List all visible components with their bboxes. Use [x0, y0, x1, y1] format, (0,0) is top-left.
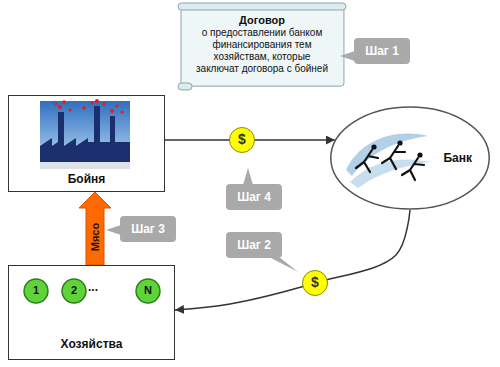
- callout-pointer: [106, 225, 121, 235]
- null-part-part: [58, 105, 62, 109]
- null-part-part: [62, 100, 66, 104]
- step-callout: Шаг 1: [354, 38, 410, 64]
- null-part-part: [371, 144, 376, 149]
- callout-pointer: [340, 51, 355, 61]
- bank-text: Банк: [443, 151, 472, 165]
- callout-pointer: [243, 168, 253, 185]
- farm-circle: 2: [61, 278, 87, 304]
- null-part-part: [54, 102, 57, 105]
- null-part-part: [417, 152, 422, 157]
- contract-text: Договор: [239, 14, 285, 27]
- farms-text: Хозяйства: [61, 337, 123, 351]
- contract-text: о предоставлении банком финансирования т…: [192, 27, 332, 75]
- ellipse-outline: [331, 107, 489, 209]
- null-part: [371, 140, 422, 157]
- flow-label: Мясо: [89, 222, 102, 250]
- meat-flow-arrow: [79, 192, 111, 265]
- callout-body: [120, 216, 176, 242]
- scroll-roll: [178, 83, 192, 90]
- farm-text: N: [144, 284, 152, 297]
- farm-text: 2: [71, 284, 77, 297]
- callout-pointer: [269, 257, 298, 272]
- null-part-part: [115, 104, 118, 107]
- null-part: [54, 94, 123, 113]
- step-text: Шаг 1: [365, 44, 399, 58]
- circle-outline: [136, 279, 160, 303]
- farm-circle: N: [135, 278, 161, 304]
- factory-icon-part: [94, 106, 100, 142]
- null-part-part: [95, 99, 99, 103]
- contract-scroll: Договоро предоставлении банком финансиро…: [178, 3, 346, 89]
- null-part-part: [120, 110, 123, 113]
- slaughterhouse-text: Бойня: [68, 172, 106, 186]
- step-text: Шаг 2: [237, 238, 271, 252]
- null-part-part: [110, 109, 114, 113]
- null-part-part: [68, 108, 71, 111]
- money-coin: $: [229, 127, 255, 153]
- null-part-part: [397, 140, 402, 145]
- step-text: Шаг 3: [131, 222, 165, 236]
- circle-outline: [62, 279, 86, 303]
- callout-body: [226, 184, 282, 210]
- slaughterhouse-box: Бойня: [8, 95, 165, 192]
- scroll-roll: [178, 3, 346, 10]
- callout-body: [226, 232, 282, 258]
- farm-text: 1: [33, 284, 39, 297]
- null-part-part: [356, 150, 378, 172]
- factory-icon-part: [40, 101, 130, 169]
- runners-icon: [346, 134, 430, 188]
- step-text: Шаг 4: [237, 190, 271, 204]
- farms-box: Хозяйства 1 2 N: [8, 265, 175, 360]
- scroll-sheet: [181, 7, 344, 86]
- factory-icon-part: [40, 162, 130, 169]
- null-part-part: [402, 158, 424, 180]
- factory-icon: [40, 94, 130, 169]
- factory-icon-part: [40, 138, 130, 169]
- null-part-part: [82, 106, 86, 110]
- null-part-part: [102, 102, 106, 106]
- factory-icon-part: [110, 116, 115, 144]
- factory-icon-part: [58, 112, 64, 142]
- circle-outline: [24, 279, 48, 303]
- callout-body: [354, 38, 410, 64]
- ellipsis-label: ...: [88, 280, 98, 294]
- bank-ellipse: Банк: [330, 106, 490, 210]
- money-coin: $: [302, 270, 328, 296]
- null-part-part: [90, 101, 93, 104]
- money-flow-arrow: [175, 210, 410, 310]
- null-part-part: [382, 146, 405, 169]
- step-callout: Шаг 4: [226, 184, 282, 210]
- step-callout: Шаг 3: [120, 216, 176, 242]
- step-callout: Шаг 2: [226, 232, 282, 258]
- null-part: [356, 146, 424, 180]
- farm-circle: 1: [23, 278, 49, 304]
